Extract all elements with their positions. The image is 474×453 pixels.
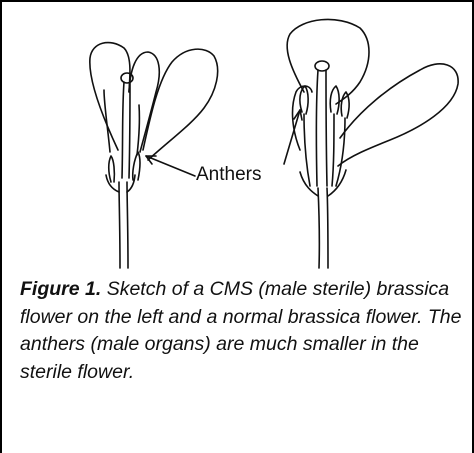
- sterile-anther-1: [109, 156, 115, 182]
- normal-petal-top: [287, 19, 369, 104]
- sterile-anther-2: [133, 152, 140, 180]
- sterile-petal-right: [143, 49, 218, 160]
- normal-anther-3: [341, 92, 349, 118]
- normal-anther-1: [300, 86, 308, 114]
- sterile-pistil: [122, 82, 124, 178]
- arrow-to-sterile-anther: [146, 156, 195, 176]
- figure-caption: Figure 1. Sketch of a CMS (male sterile)…: [20, 276, 465, 386]
- normal-petal-right: [338, 64, 458, 166]
- normal-flower: [287, 19, 458, 268]
- normal-stem: [318, 188, 319, 268]
- normal-pistil: [316, 70, 318, 186]
- anthers-label: Anthers: [196, 164, 261, 186]
- sterile-stem: [119, 182, 120, 268]
- normal-anther-2: [330, 86, 339, 114]
- flower-sketch: [0, 0, 474, 270]
- caption-figure-label: Figure 1.: [20, 278, 101, 300]
